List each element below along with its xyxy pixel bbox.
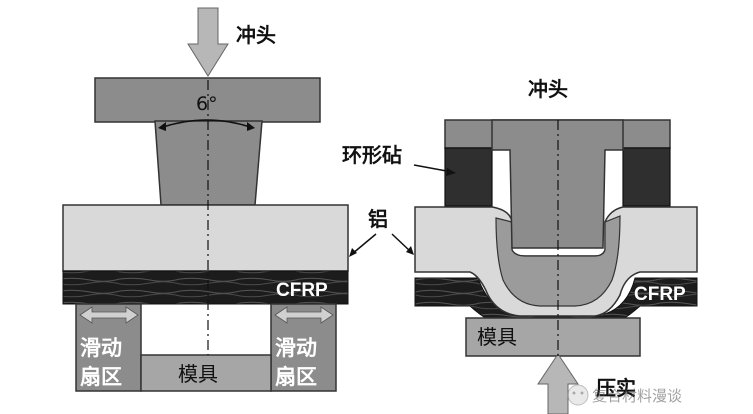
left-angle-label: 6°	[196, 93, 218, 115]
wechat-icon-eye-left	[572, 391, 576, 395]
wechat-icon-eye-right	[580, 391, 584, 395]
left-cfrp-layer	[62, 270, 349, 305]
left-slider-left-double-arrow	[79, 306, 139, 324]
right-ring-anvil-right	[622, 147, 671, 207]
left-slider-left-line2: 扇区	[80, 365, 122, 389]
right-anvil-leader-head	[446, 168, 456, 176]
left-cfrp-label: CFRP	[276, 280, 328, 301]
left-slider-right-line1: 滑动	[275, 336, 317, 360]
left-slider-right-line2: 扇区	[275, 365, 317, 389]
left-angle-arrowhead-right	[247, 122, 255, 131]
right-ring-anvil-left	[444, 147, 493, 207]
aluminum-leader-left-head	[349, 248, 357, 257]
left-angle-arc	[159, 119, 254, 129]
right-die	[465, 317, 641, 357]
left-die-label: 模具	[178, 362, 218, 386]
aluminum-leader-right-head	[406, 246, 414, 255]
right-anvil-leader	[413, 164, 453, 173]
watermark: 复合材料漫谈	[567, 384, 682, 406]
right-press-label: 压实	[596, 376, 636, 400]
aluminum-label: 铝	[368, 207, 388, 231]
aluminum-callout: 铝	[349, 207, 414, 257]
right-press-force-arrow	[537, 353, 579, 414]
left-slider-right-double-arrow	[274, 306, 334, 324]
watermark-text: 复合材料漫谈	[592, 387, 682, 405]
right-die-label: 模具	[477, 325, 517, 349]
left-assembly: 冲头 6° CFRP 滑动 扇区 滑动 扇区 模具	[62, 7, 349, 392]
left-slider-left-line1: 滑动	[80, 336, 122, 360]
wechat-icon	[567, 384, 589, 406]
right-cfrp-label: CFRP	[634, 284, 686, 305]
left-punch-force-arrow	[187, 7, 229, 77]
left-die	[140, 354, 272, 392]
right-assembly: 冲头 环形砧 CFRP 模具 压实	[342, 77, 698, 414]
right-anvil-label: 环形砧	[342, 143, 402, 167]
left-angle-arrowhead-left	[158, 122, 166, 131]
aluminum-leader-left	[351, 233, 377, 255]
right-punch-label: 冲头	[528, 77, 568, 101]
left-aluminum-sheet	[62, 204, 349, 272]
aluminum-leader-right	[391, 233, 412, 253]
left-punch-label: 冲头	[236, 23, 276, 47]
